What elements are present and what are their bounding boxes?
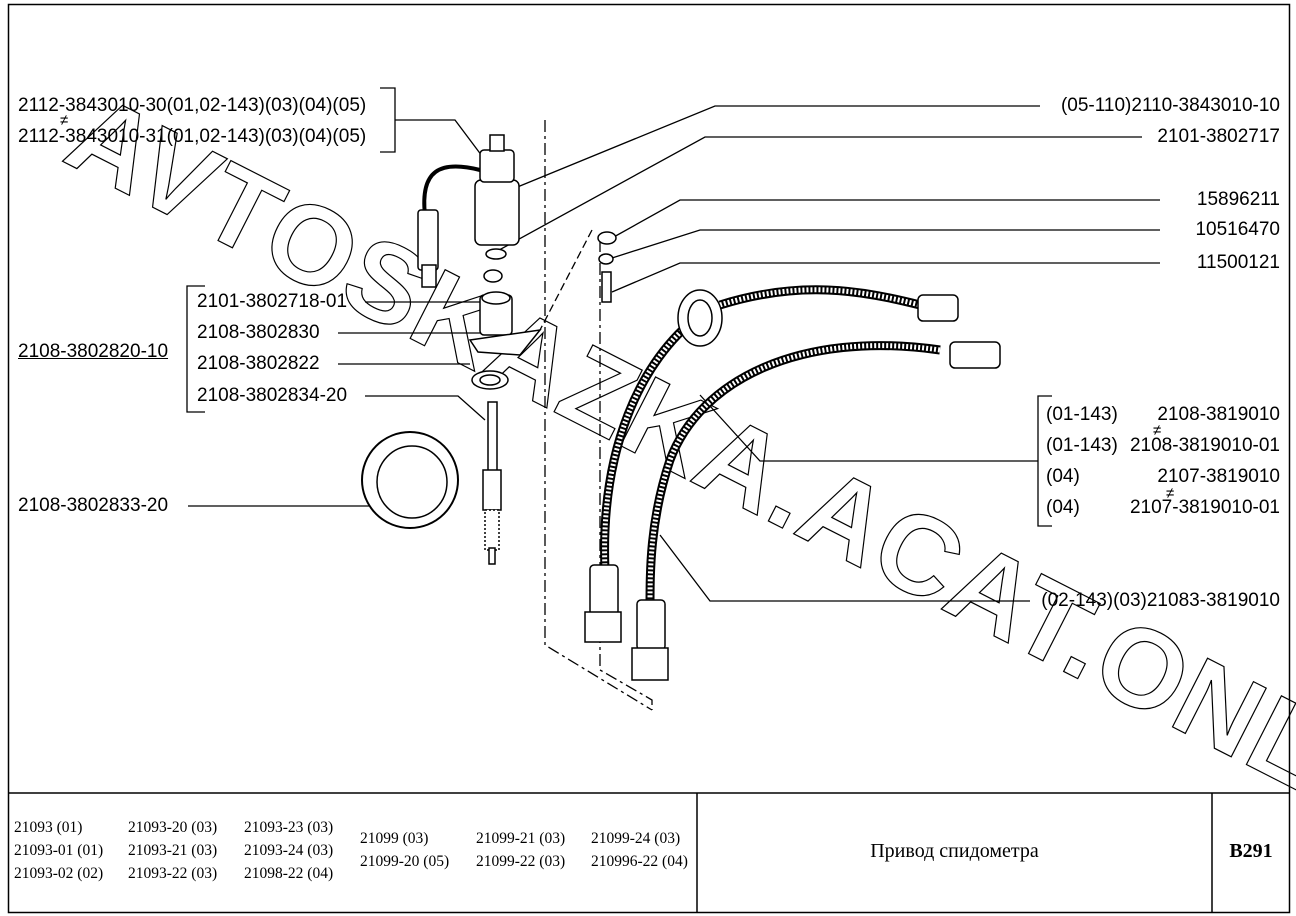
label-2108-3802834-20: 2108-3802834-20 — [197, 385, 348, 406]
model-item: 21099 (03) — [360, 830, 429, 847]
model-column: 21093-20 (03) 21093-21 (03) 21093-22 (03… — [128, 819, 217, 883]
not-interchangeable-mark: ≠ — [60, 112, 69, 129]
watermark: AVTOSKAZKA.ACAT.ONLINE — [49, 70, 1296, 902]
outer-frame — [7, 3, 1291, 914]
cable-code: (01-143) — [1046, 404, 1118, 425]
model-column: 21093-23 (03) 21093-24 (03) 21098-22 (04… — [244, 819, 333, 883]
label-15896211: 15896211 — [1196, 189, 1280, 210]
cable-code: (04) — [1046, 497, 1080, 518]
label-sensor-b: 2112-3843010-31(01,02-143)(03)(04)(05) — [18, 126, 367, 147]
cable-code: (04) — [1046, 466, 1080, 487]
label-10516470: 10516470 — [1195, 219, 1280, 240]
model-item: 21093-02 (02) — [14, 865, 104, 882]
model-item: 21093-24 (03) — [244, 842, 334, 859]
model-column: 21093 (01) 21093-01 (01) 21093-02 (02) — [14, 819, 103, 883]
model-item: 21093-01 (01) — [14, 842, 104, 859]
diagram-code: B291 — [1229, 840, 1273, 862]
label-2101-3802718-01: 2101-3802718-01 — [197, 291, 348, 312]
label-2108-3802822: 2108-3802822 — [197, 353, 320, 374]
parts-illustration — [361, 134, 1001, 681]
cable-part: 2107-3819010 — [1157, 466, 1280, 487]
model-item: 21099-20 (05) — [360, 853, 450, 870]
model-item: 21093-20 (03) — [128, 819, 218, 836]
model-item: 21093-22 (03) — [128, 865, 218, 882]
label-2108-3802830: 2108-3802830 — [197, 322, 320, 343]
diagram-title: Привод спидометра — [870, 840, 1039, 862]
model-item: 210996-22 (04) — [591, 853, 688, 870]
model-item: 21099-22 (03) — [476, 853, 566, 870]
model-column: 21099-24 (03) 210996-22 (04) — [591, 830, 688, 871]
model-item: 21093-21 (03) — [128, 842, 218, 859]
label-assembly: 2108-3802820-10 — [18, 341, 169, 362]
label-sensor-a: 2112-3843010-30(01,02-143)(03)(04)(05) — [18, 95, 367, 116]
model-column: 21099-21 (03) 21099-22 (03) — [476, 830, 565, 871]
cable-part: 2107-3819010-01 — [1129, 497, 1280, 518]
label-2108-3802833-20: 2108-3802833-20 — [18, 495, 169, 516]
not-interchangeable-mark: ≠ — [1153, 422, 1162, 439]
leader-lines — [186, 87, 1160, 711]
cable-code: (01-143) — [1046, 435, 1118, 456]
label-cable-b: (02-143)(03)21083-3819010 — [1041, 590, 1280, 611]
model-column: 21099 (03) 21099-20 (05) — [360, 830, 449, 871]
model-item: 21093 (01) — [14, 819, 83, 836]
label-sensor-c: (05-110)2110-3843010-10 — [1060, 95, 1280, 116]
model-item: 21099-21 (03) — [476, 830, 566, 847]
label-2101-3802717: 2101-3802717 — [1157, 126, 1280, 147]
model-item: 21093-23 (03) — [244, 819, 334, 836]
cable-part: 2108-3819010-01 — [1129, 435, 1280, 456]
model-item: 21098-22 (04) — [244, 865, 334, 882]
model-item: 21099-24 (03) — [591, 830, 681, 847]
not-interchangeable-mark: ≠ — [1166, 485, 1175, 502]
label-11500121: 11500121 — [1196, 252, 1280, 273]
cable-part: 2108-3819010 — [1157, 404, 1280, 425]
